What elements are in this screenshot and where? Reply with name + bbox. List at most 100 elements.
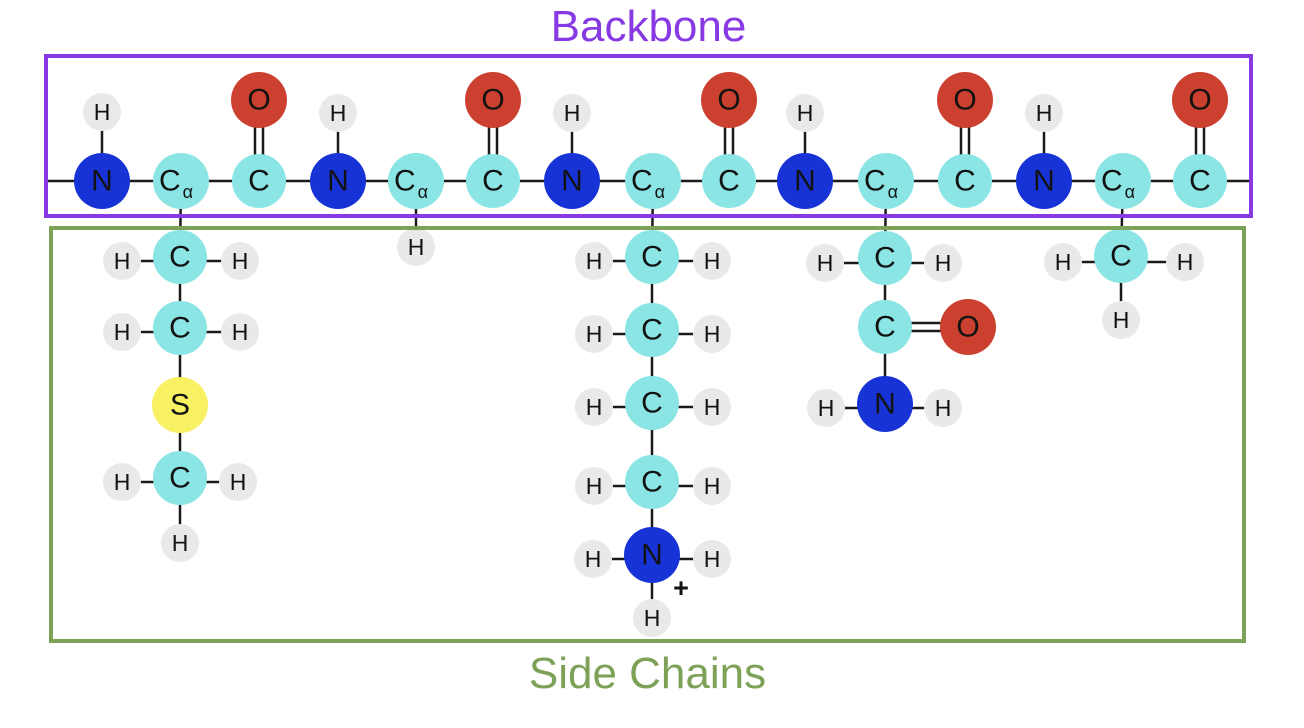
atom-H: H	[633, 599, 671, 637]
atom-H: H	[693, 467, 731, 505]
atom-C: C	[858, 300, 912, 354]
atom-circle	[103, 463, 141, 501]
atom-label: H	[586, 394, 603, 420]
atom-label: H	[564, 100, 581, 126]
atom-H: H	[693, 540, 731, 578]
atom-H: H	[693, 388, 731, 426]
atom-circle	[219, 463, 257, 501]
atom-circle	[693, 467, 731, 505]
atom-label: H	[232, 319, 249, 345]
atom-label: H	[1055, 249, 1072, 275]
atom-circle	[940, 299, 996, 355]
atom-H: H	[221, 242, 259, 280]
atom-H: H	[103, 242, 141, 280]
atom-H: H	[575, 388, 613, 426]
atom-label: C	[641, 241, 663, 274]
atom-N: N	[857, 376, 913, 432]
atom-circle	[693, 388, 731, 426]
atom-label: C	[641, 387, 663, 420]
atom-circle	[693, 242, 731, 280]
atom-label: H	[704, 546, 721, 572]
atom-label: C	[954, 165, 976, 198]
atom-label: H	[704, 473, 721, 499]
atom-C: C	[153, 301, 207, 355]
atom-label: H	[232, 248, 249, 274]
positive-charge-label: +	[673, 573, 689, 603]
atom-C: C	[625, 455, 679, 509]
atom-label: N	[794, 165, 816, 198]
atom-label: O	[247, 84, 270, 117]
atom-H: H	[786, 94, 824, 132]
atom-label: H	[1177, 249, 1194, 275]
atom-S: S	[152, 377, 208, 433]
atom-C: C	[1173, 154, 1227, 208]
atom-C: C	[625, 303, 679, 357]
atom-O: O	[231, 72, 287, 128]
atom-label: H	[935, 250, 952, 276]
atom-label: H	[114, 319, 131, 345]
atom-circle	[625, 303, 679, 357]
atom-circle	[74, 153, 130, 209]
atom-label: H	[1036, 100, 1053, 126]
atom-label: O	[1188, 84, 1211, 117]
atom-circle	[397, 228, 435, 266]
atom-circle	[1044, 243, 1082, 281]
atom-label: N	[874, 388, 896, 421]
atom-label: N	[91, 165, 113, 198]
atom-label: C	[248, 165, 270, 198]
atom-H: H	[161, 524, 199, 562]
atom-label: C	[1189, 165, 1211, 198]
atom-label: C	[718, 165, 740, 198]
atom-circle	[319, 94, 357, 132]
atom-H: H	[103, 313, 141, 351]
atom-circle	[83, 93, 121, 131]
atom-N: N	[624, 527, 680, 583]
atom-H: H	[575, 315, 613, 353]
atom-label: C	[169, 241, 191, 274]
atom-O: O	[1172, 72, 1228, 128]
atom-label: H	[585, 546, 602, 572]
atom-C: C	[625, 376, 679, 430]
atom-label: H	[586, 248, 603, 274]
atom-label: H	[704, 321, 721, 347]
atom-circle	[575, 242, 613, 280]
atom-circle	[624, 527, 680, 583]
atom-circle	[924, 389, 962, 427]
atom-O: O	[940, 299, 996, 355]
atom-H: H	[575, 242, 613, 280]
atom-label: H	[114, 469, 131, 495]
atom-H: H	[221, 313, 259, 351]
atom-C: C	[232, 154, 286, 208]
atom-N: N	[310, 153, 366, 209]
atom-label: C	[641, 466, 663, 499]
atom-H: H	[219, 463, 257, 501]
atom-circle	[702, 154, 756, 208]
atom-label: H	[797, 100, 814, 126]
atom-circle	[388, 153, 444, 209]
atom-H: H	[807, 389, 845, 427]
atom-circle	[938, 154, 992, 208]
atom-H: H	[575, 467, 613, 505]
atom-label: H	[330, 100, 347, 126]
atom-label: H	[704, 248, 721, 274]
atom-H: H	[1166, 243, 1204, 281]
atom-H: H	[83, 93, 121, 131]
atom-label: H	[408, 234, 425, 260]
atom-H: H	[693, 315, 731, 353]
atom-N: N	[777, 153, 833, 209]
atom-circle	[231, 72, 287, 128]
atom-C: C	[466, 154, 520, 208]
atom-label: H	[114, 248, 131, 274]
atom-circle	[153, 153, 209, 209]
atom-H: H	[924, 389, 962, 427]
atom-N: N	[74, 153, 130, 209]
atom-H: H	[574, 540, 612, 578]
atom-circle	[153, 301, 207, 355]
atom-H: H	[1102, 301, 1140, 339]
atom-circle	[625, 153, 681, 209]
